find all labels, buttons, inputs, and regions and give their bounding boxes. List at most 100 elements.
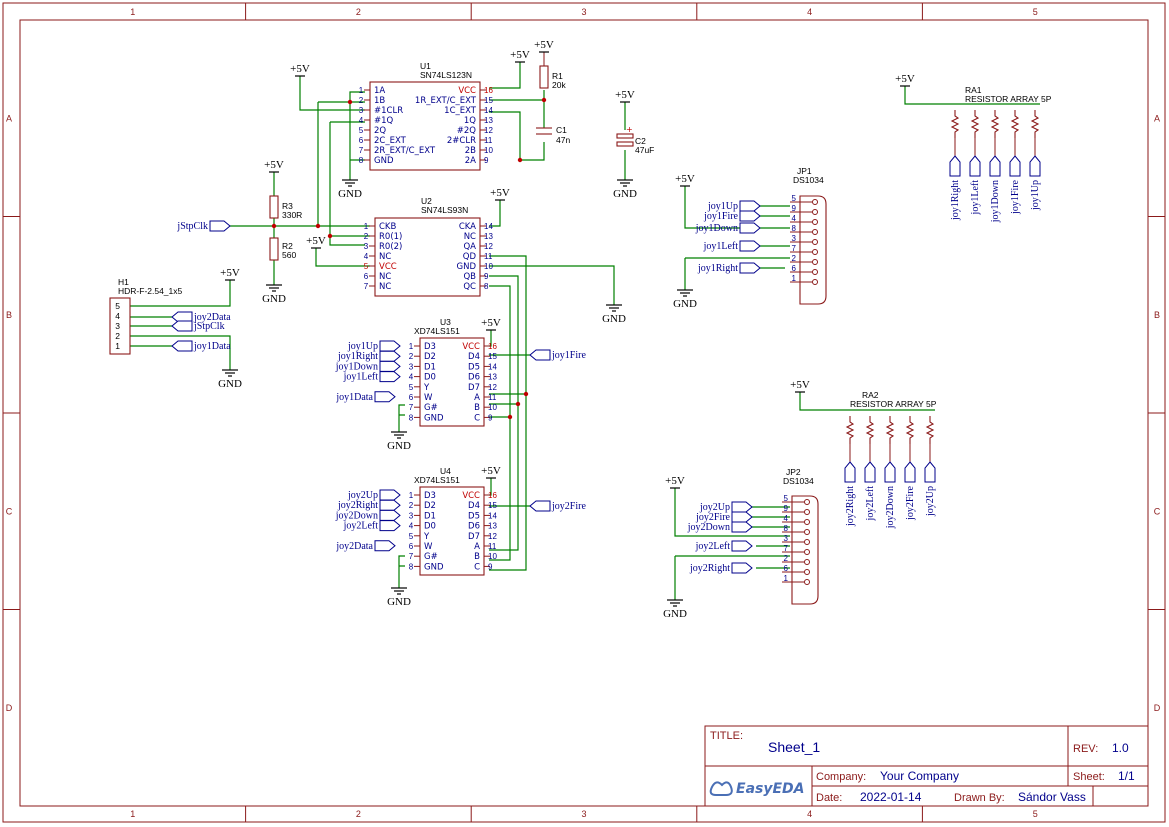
pin-number: 14 bbox=[488, 511, 497, 520]
pin-number: 7 bbox=[784, 544, 789, 553]
pin-number: 16 bbox=[484, 86, 493, 95]
capacitor-c1[interactable]: C1 47n bbox=[536, 125, 570, 145]
vcc-symbol: +5V bbox=[895, 73, 915, 85]
pin-label: 1Q bbox=[464, 116, 476, 126]
pin-number: 1 bbox=[409, 491, 414, 500]
vcc-symbol: +5V bbox=[534, 39, 554, 51]
net-label: joy2Left bbox=[865, 486, 876, 522]
pin-number: 4 bbox=[409, 522, 414, 531]
pin-number: 11 bbox=[484, 252, 493, 261]
pin-number: 16 bbox=[488, 491, 497, 500]
pin-label: QB bbox=[463, 272, 476, 282]
pin-number: 3 bbox=[359, 106, 364, 115]
pin-number: 4 bbox=[409, 373, 414, 382]
pin-number: 9 bbox=[484, 272, 489, 281]
pin-number: 1 bbox=[364, 222, 369, 231]
resistor-r2[interactable]: R2 560 bbox=[269, 237, 296, 261]
ra2-value: RESISTOR ARRAY 5P bbox=[850, 399, 937, 409]
r2-value: 560 bbox=[282, 250, 296, 260]
power-symbols: +5V+5V+5V+5V+5V+5V+5V+5V+5V+5V+5V+5V+5V+… bbox=[218, 39, 915, 620]
vcc-symbol: +5V bbox=[481, 465, 501, 477]
capacitor-c2[interactable]: + C2 47uF bbox=[616, 125, 654, 155]
pin-label: Y bbox=[423, 383, 430, 393]
pin-label: GND bbox=[374, 156, 394, 166]
pin-label: VCC bbox=[379, 262, 397, 272]
pin-label: W bbox=[424, 542, 433, 552]
pin-label: D2 bbox=[424, 352, 436, 362]
u4-value: XD74LS151 bbox=[414, 475, 460, 485]
pin-label: D1 bbox=[424, 511, 436, 521]
u2-ref: U2 bbox=[421, 196, 432, 206]
resistor-array-ra2[interactable]: RA2 RESISTOR ARRAY 5P bbox=[845, 390, 937, 462]
pin-number: 10 bbox=[488, 403, 497, 412]
pin-number: 3 bbox=[409, 362, 414, 371]
pin-number: 8 bbox=[784, 524, 789, 533]
pin-number: 13 bbox=[484, 116, 493, 125]
pin-number: 15 bbox=[484, 96, 493, 105]
zone-col-label: 2 bbox=[356, 809, 361, 819]
pin-label: W bbox=[424, 393, 433, 403]
c1-ref: C1 bbox=[556, 125, 567, 135]
pin-label: 2A bbox=[465, 156, 476, 166]
u4-ref: U4 bbox=[440, 466, 451, 476]
resistor-r1[interactable]: R1 20k bbox=[539, 52, 566, 90]
pin-label: 2#CLR bbox=[447, 136, 476, 146]
date-value: 2022-01-14 bbox=[860, 790, 922, 804]
r3-value: 330R bbox=[282, 210, 302, 220]
company-label: Company: bbox=[816, 771, 866, 783]
vcc-symbol: +5V bbox=[510, 49, 530, 61]
pin-label: GND bbox=[457, 262, 477, 272]
zone-col-label: 5 bbox=[1033, 809, 1038, 819]
pin-number: 13 bbox=[484, 232, 493, 241]
u3-value: XD74LS151 bbox=[414, 326, 460, 336]
pin-label: A bbox=[474, 542, 480, 552]
svg-text:+: + bbox=[626, 125, 633, 134]
pin-number: 5 bbox=[359, 126, 364, 135]
pin-number: 6 bbox=[409, 542, 414, 551]
resistor-array-ra1[interactable]: RA1 RESISTOR ARRAY 5P bbox=[950, 85, 1052, 156]
net-label: joy1Down bbox=[335, 361, 378, 372]
pin-number: 9 bbox=[488, 562, 493, 571]
pin-number: 9 bbox=[484, 156, 489, 165]
vcc-symbol: +5V bbox=[790, 379, 810, 391]
pin-label: 2Q bbox=[374, 126, 386, 136]
easyeda-logo: EasyEDA bbox=[709, 781, 805, 797]
pin-number: 16 bbox=[488, 342, 497, 351]
pin-label: NC bbox=[379, 272, 391, 282]
date-label: Date: bbox=[816, 792, 842, 804]
pin-number: 7 bbox=[409, 552, 414, 561]
pin-number: 6 bbox=[409, 393, 414, 402]
u1-ref: U1 bbox=[420, 61, 431, 71]
net-label: joy2Data bbox=[335, 541, 373, 552]
pin-number: 2 bbox=[409, 352, 414, 361]
pin-number: 2 bbox=[792, 254, 797, 263]
pin-label: Y bbox=[423, 532, 430, 542]
resistor-r3[interactable]: R3 330R bbox=[269, 195, 302, 220]
title-label: TITLE: bbox=[710, 730, 743, 742]
drawn-by-label: Drawn By: bbox=[954, 792, 1005, 804]
pin-number: 3 bbox=[792, 234, 797, 243]
pin-number: 2 bbox=[784, 554, 789, 563]
vcc-symbol: +5V bbox=[615, 89, 635, 101]
c2-ref: C2 bbox=[635, 136, 646, 146]
h1-ref: H1 bbox=[118, 277, 129, 287]
pin-label: 1R_EXT/C_EXT bbox=[415, 96, 477, 106]
pin-label: G# bbox=[424, 403, 438, 413]
pin-number: 4 bbox=[359, 116, 364, 125]
pin-number: 7 bbox=[364, 282, 369, 291]
rev-value: 1.0 bbox=[1112, 741, 1129, 755]
zone-col-label: 1 bbox=[130, 7, 135, 17]
sheet-label: Sheet: bbox=[1073, 771, 1105, 783]
vcc-symbol: +5V bbox=[264, 159, 284, 171]
pin-number: 3 bbox=[364, 242, 369, 251]
company-value: Your Company bbox=[880, 769, 959, 783]
pin-label: C bbox=[474, 562, 480, 572]
